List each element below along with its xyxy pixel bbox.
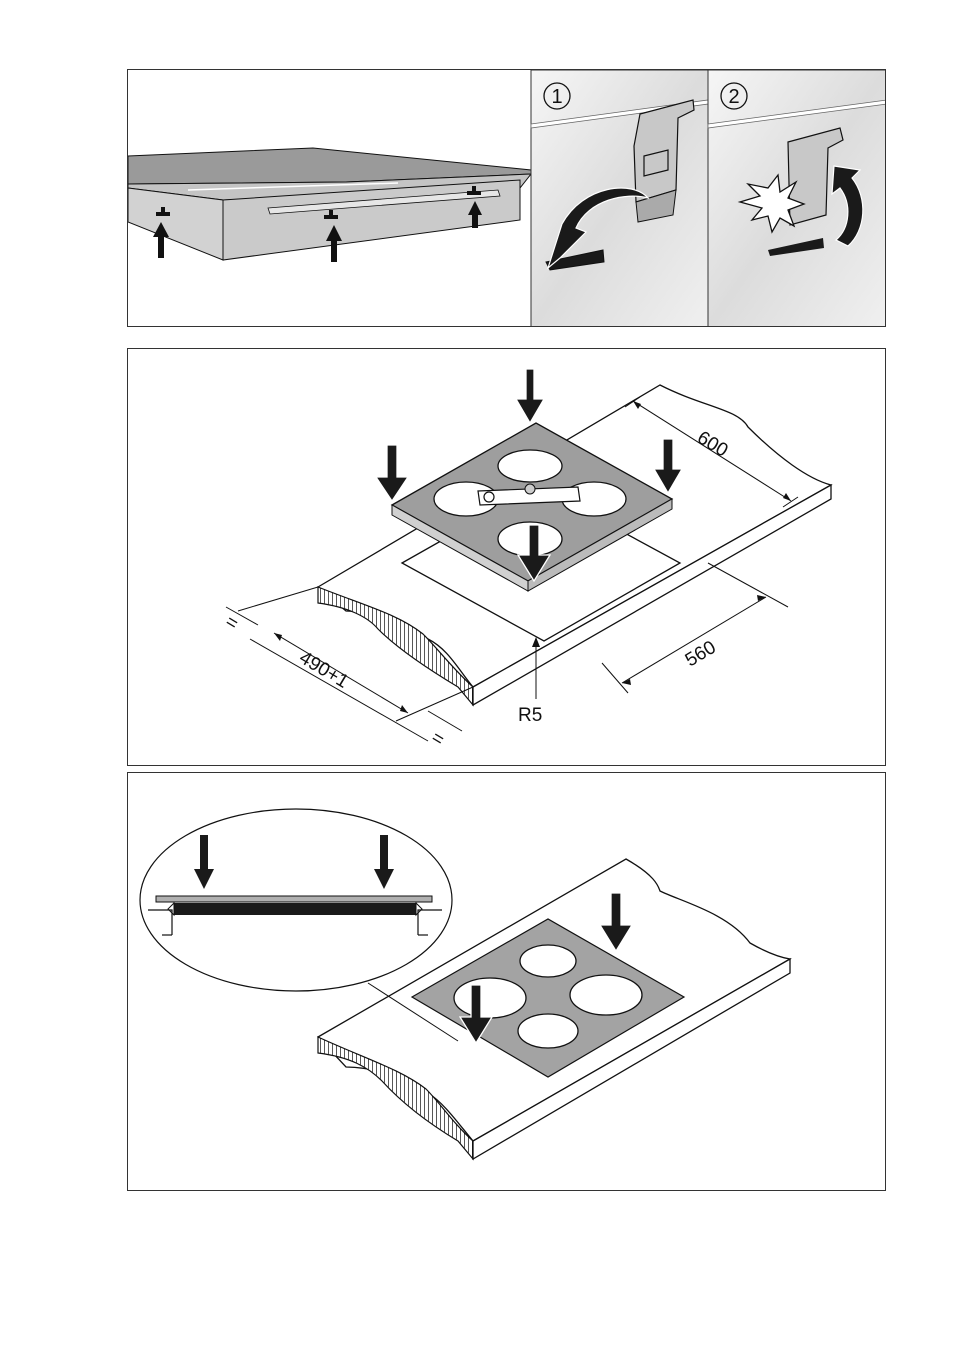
dimension-490: 490+1 <box>295 647 352 692</box>
equal-mark-left: = <box>221 611 241 635</box>
hob-underside <box>128 148 531 260</box>
step-1-label: 1 <box>551 86 562 108</box>
clip-mounting-panel: 1 2 <box>127 69 886 327</box>
equal-mark-bottom: = <box>427 727 447 751</box>
step-2-label: 2 <box>728 86 739 108</box>
dimension-560: 560 <box>682 637 720 671</box>
cutout-dimensions-panel: 600 560 490+1 R5 = = <box>127 348 886 766</box>
hob-insertion-panel <box>127 772 886 1191</box>
dimension-radius: R5 <box>518 705 542 726</box>
cutout-dimensions-illustration: 600 560 490+1 R5 = = <box>128 349 886 766</box>
step-2-illustration: 2 <box>708 70 886 327</box>
clip-mounting-illustration: 1 2 <box>128 70 886 327</box>
hob-insertion-illustration <box>128 773 886 1191</box>
step-1-illustration: 1 <box>531 70 708 327</box>
